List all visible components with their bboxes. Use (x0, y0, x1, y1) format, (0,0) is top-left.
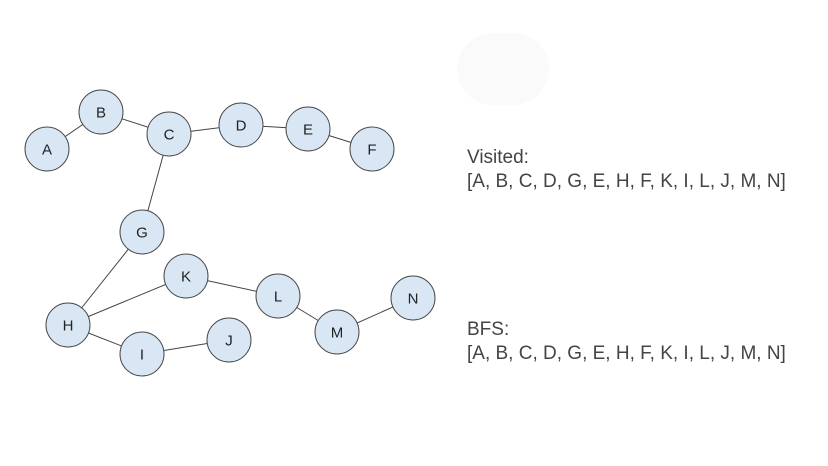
node-circle (349, 126, 395, 172)
node-g: G (119, 209, 165, 255)
node-label: E (303, 122, 313, 139)
node-label: I (140, 347, 144, 364)
node-n: N (390, 275, 436, 321)
node-a: A (24, 126, 70, 172)
node-h: H (45, 302, 91, 348)
node-k: K (163, 253, 209, 299)
visited-list: [A, B, C, D, G, E, H, F, K, I, L, J, M, … (467, 171, 786, 192)
node-f: F (349, 126, 395, 172)
node-circle (45, 302, 91, 348)
node-circle (24, 126, 70, 172)
node-label: G (136, 225, 148, 242)
node-c: C (146, 111, 192, 157)
node-circle (119, 209, 165, 255)
node-label: J (225, 333, 233, 350)
node-circle (390, 275, 436, 321)
node-label: N (408, 291, 419, 308)
node-label: C (164, 127, 175, 144)
node-label: K (181, 269, 191, 286)
node-e: E (285, 106, 331, 152)
node-circle (314, 309, 360, 355)
visited-title: Visited: (467, 147, 529, 168)
node-l: L (255, 273, 301, 319)
node-m: M (314, 309, 360, 355)
node-i: I (119, 331, 165, 377)
node-circle (163, 253, 209, 299)
node-circle (206, 317, 252, 363)
graph-nodes: A B C D E F G H I J K L M N (24, 89, 436, 377)
node-b: B (78, 89, 124, 135)
node-circle (285, 106, 331, 152)
node-circle (119, 331, 165, 377)
node-label: A (42, 142, 52, 159)
node-d: D (218, 102, 264, 148)
node-circle (255, 273, 301, 319)
bfs-panel: BFS: [A, B, C, D, G, E, H, F, K, I, L, J… (467, 318, 786, 366)
node-circle (146, 111, 192, 157)
node-label: D (236, 118, 247, 135)
node-circle (78, 89, 124, 135)
background-smudge (457, 33, 549, 105)
bfs-title: BFS: (467, 319, 510, 340)
node-label: H (63, 318, 74, 335)
visited-panel: Visited: [A, B, C, D, G, E, H, F, K, I, … (467, 146, 786, 194)
node-circle (218, 102, 264, 148)
bfs-list: [A, B, C, D, G, E, H, F, K, I, L, J, M, … (467, 343, 786, 364)
node-label: B (96, 105, 106, 122)
node-label: M (331, 325, 344, 342)
node-label: F (367, 142, 376, 159)
node-label: L (274, 289, 282, 306)
node-j: J (206, 317, 252, 363)
